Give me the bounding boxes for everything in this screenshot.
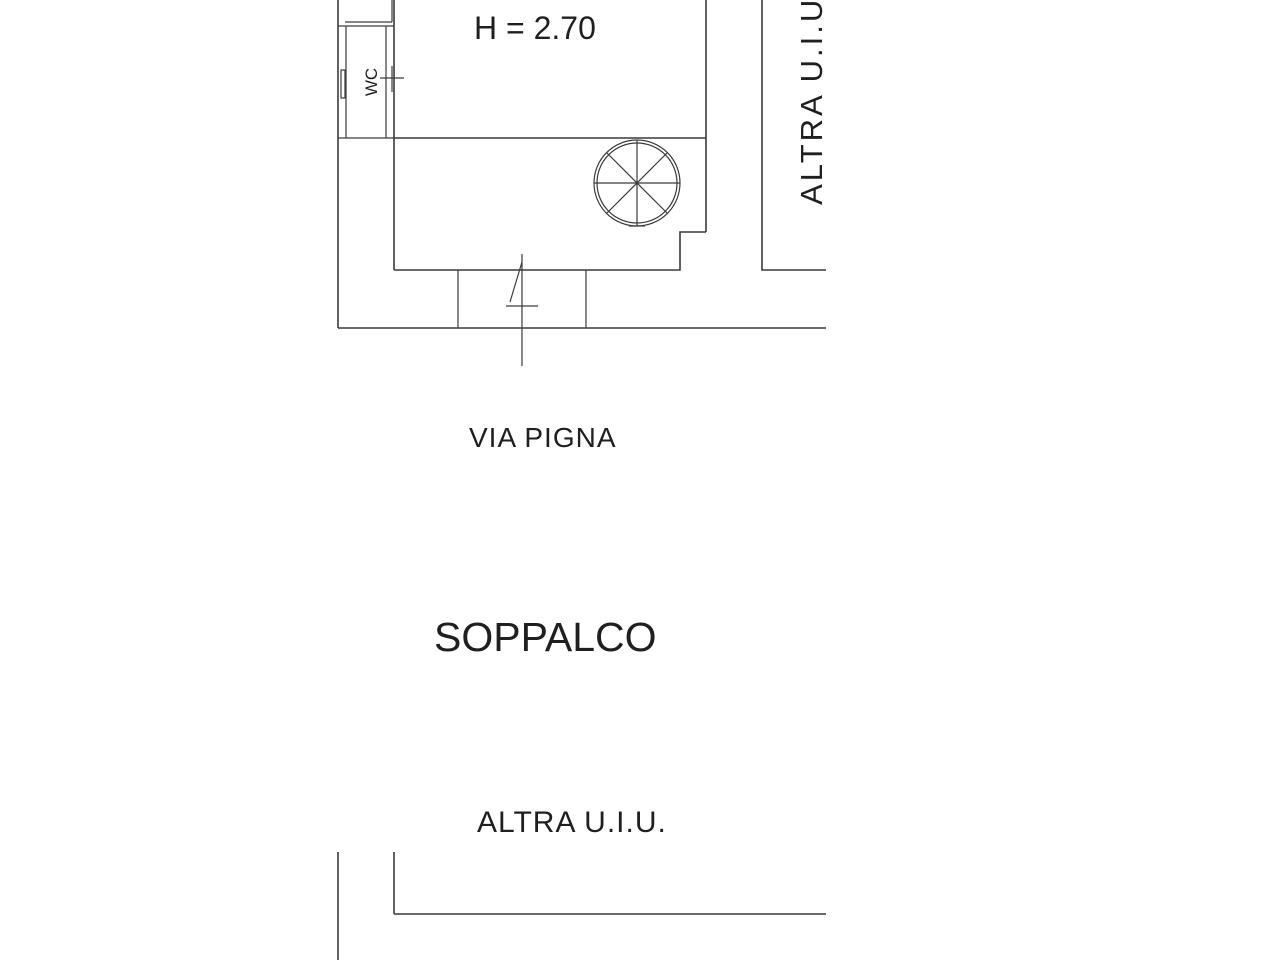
spiral-staircase-icon xyxy=(593,139,681,227)
room-height-label: H = 2.70 xyxy=(474,10,596,46)
wc-cubicle xyxy=(338,0,404,139)
wc-label: WC xyxy=(362,67,381,97)
mezzanine-title: SOPPALCO xyxy=(434,614,657,660)
street-name-label: VIA PIGNA xyxy=(469,422,617,453)
adjoining-unit-right-label: ALTRA U.I.U. xyxy=(794,0,829,205)
entrance-arrow-icon xyxy=(506,254,538,366)
adjoining-unit-bottom-label: ALTRA U.I.U. xyxy=(477,806,667,839)
adjoining-unit-right-outline xyxy=(761,0,826,271)
entrance-hall-outline xyxy=(394,231,706,271)
main-room xyxy=(393,0,707,270)
entrance-threshold xyxy=(457,270,587,328)
lower-plan-outline xyxy=(337,852,826,960)
